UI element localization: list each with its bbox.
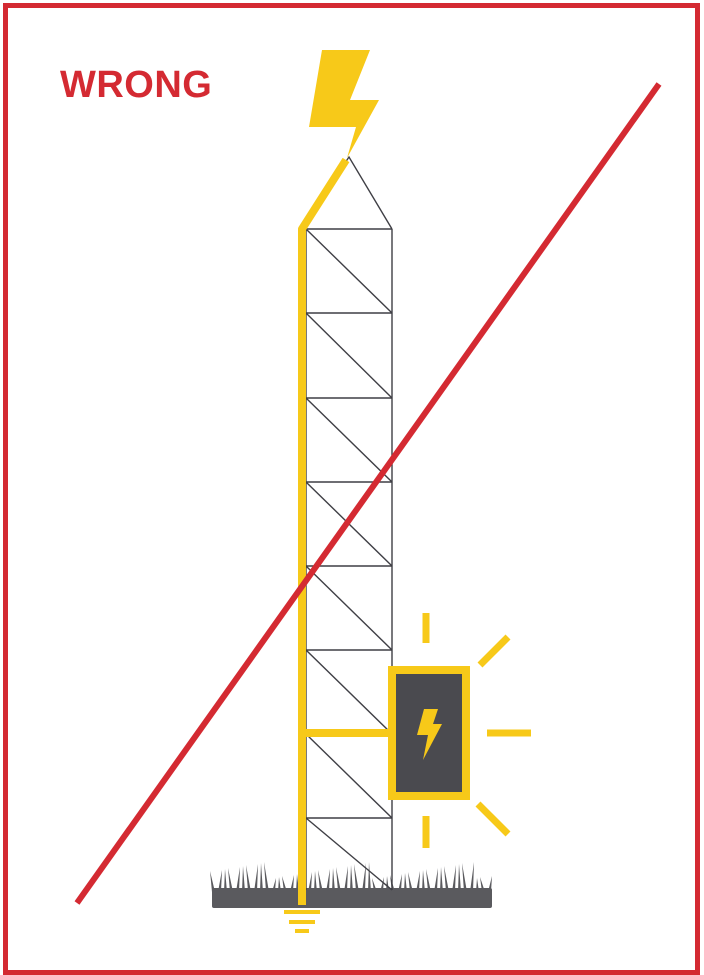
wrong-label: WRONG xyxy=(60,64,213,106)
glow-rays xyxy=(422,613,531,848)
device-bolt-icon xyxy=(417,709,442,760)
tower-peak xyxy=(299,155,393,230)
tower-diagonal xyxy=(305,733,393,819)
lightning-bolt-icon xyxy=(309,50,379,158)
tower-diagonal xyxy=(305,397,393,483)
down-conductor xyxy=(298,157,394,905)
surge-device xyxy=(388,666,470,800)
tower-diagonal xyxy=(305,817,393,891)
tower-bays xyxy=(305,228,393,891)
tower-diagonal xyxy=(305,565,393,651)
strike-through-line xyxy=(74,82,662,905)
lattice-tower xyxy=(299,155,393,891)
grass-base xyxy=(210,862,492,908)
tower-diagonal xyxy=(305,228,393,314)
tower-diagonal xyxy=(305,312,393,399)
tower-diagonal xyxy=(305,649,393,735)
ground-symbol-icon xyxy=(284,910,320,933)
